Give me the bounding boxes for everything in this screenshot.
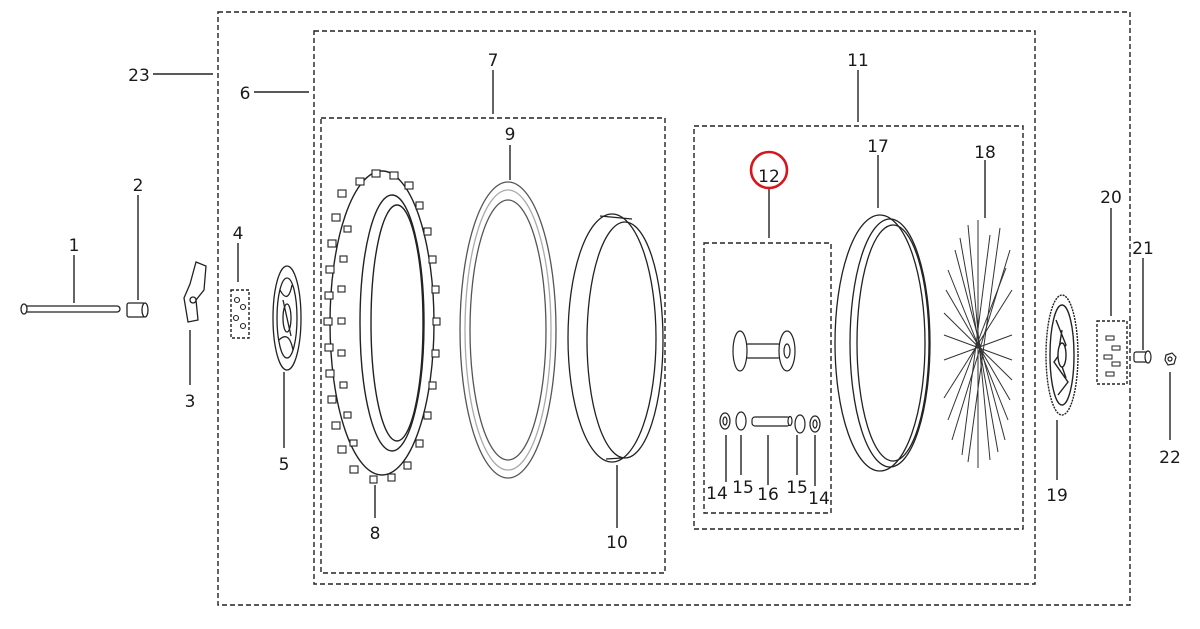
callout-15-left: 15 bbox=[732, 478, 754, 498]
callout-8: 8 bbox=[370, 524, 381, 544]
brake-disc-part-5 bbox=[272, 265, 302, 371]
callout-3: 3 bbox=[185, 392, 196, 412]
callout-5: 5 bbox=[279, 455, 290, 475]
callout-7: 7 bbox=[488, 51, 499, 71]
tire-part-8 bbox=[323, 169, 441, 484]
callout-10: 10 bbox=[606, 533, 628, 553]
spacer-part-21 bbox=[1133, 350, 1152, 364]
callout-2: 2 bbox=[133, 176, 144, 196]
callout-1: 1 bbox=[69, 236, 80, 256]
group-box-12 bbox=[703, 242, 832, 514]
axle-part-1 bbox=[20, 303, 121, 315]
callout-12: 12 bbox=[758, 167, 780, 187]
seal-15-right bbox=[794, 414, 806, 434]
seal-15-left bbox=[735, 411, 747, 431]
bolts-part-4 bbox=[232, 296, 247, 330]
inner-tube-part-9 bbox=[459, 181, 557, 479]
group-box-4 bbox=[230, 289, 250, 339]
callout-23: 23 bbox=[128, 66, 150, 86]
callout-11: 11 bbox=[847, 51, 869, 71]
callout-14-left: 14 bbox=[706, 484, 728, 504]
spacer-16 bbox=[751, 415, 793, 427]
callout-15-right: 15 bbox=[786, 478, 808, 498]
group-box-7 bbox=[320, 117, 666, 574]
callout-21: 21 bbox=[1132, 239, 1154, 259]
hub-assembly bbox=[732, 330, 796, 372]
group-box-11 bbox=[693, 125, 1024, 530]
bracket-part-3 bbox=[183, 261, 207, 323]
nut-part-22 bbox=[1164, 352, 1177, 366]
callout-18: 18 bbox=[974, 143, 996, 163]
collar-part-2 bbox=[126, 302, 149, 318]
rim-band-part-10 bbox=[567, 213, 664, 463]
callout-14-right: 14 bbox=[808, 489, 830, 509]
sprocket-part-19 bbox=[1045, 294, 1079, 416]
bearing-14-right bbox=[809, 415, 821, 433]
callout-19: 19 bbox=[1046, 486, 1068, 506]
callout-9: 9 bbox=[505, 125, 516, 145]
callout-4: 4 bbox=[233, 224, 244, 244]
bearing-14-left bbox=[719, 412, 731, 430]
spokes-part-18 bbox=[943, 220, 1013, 468]
bolts-part-20 bbox=[1103, 335, 1121, 377]
callout-22: 22 bbox=[1159, 448, 1181, 468]
group-box-20 bbox=[1096, 320, 1128, 385]
rim-part-17 bbox=[834, 214, 931, 472]
callout-20: 20 bbox=[1100, 188, 1122, 208]
highlight-circle bbox=[749, 150, 789, 190]
group-box-23 bbox=[217, 11, 1131, 606]
callout-16: 16 bbox=[757, 485, 779, 505]
callout-17: 17 bbox=[867, 137, 889, 157]
group-box-6 bbox=[313, 30, 1036, 585]
callout-6: 6 bbox=[240, 84, 251, 104]
